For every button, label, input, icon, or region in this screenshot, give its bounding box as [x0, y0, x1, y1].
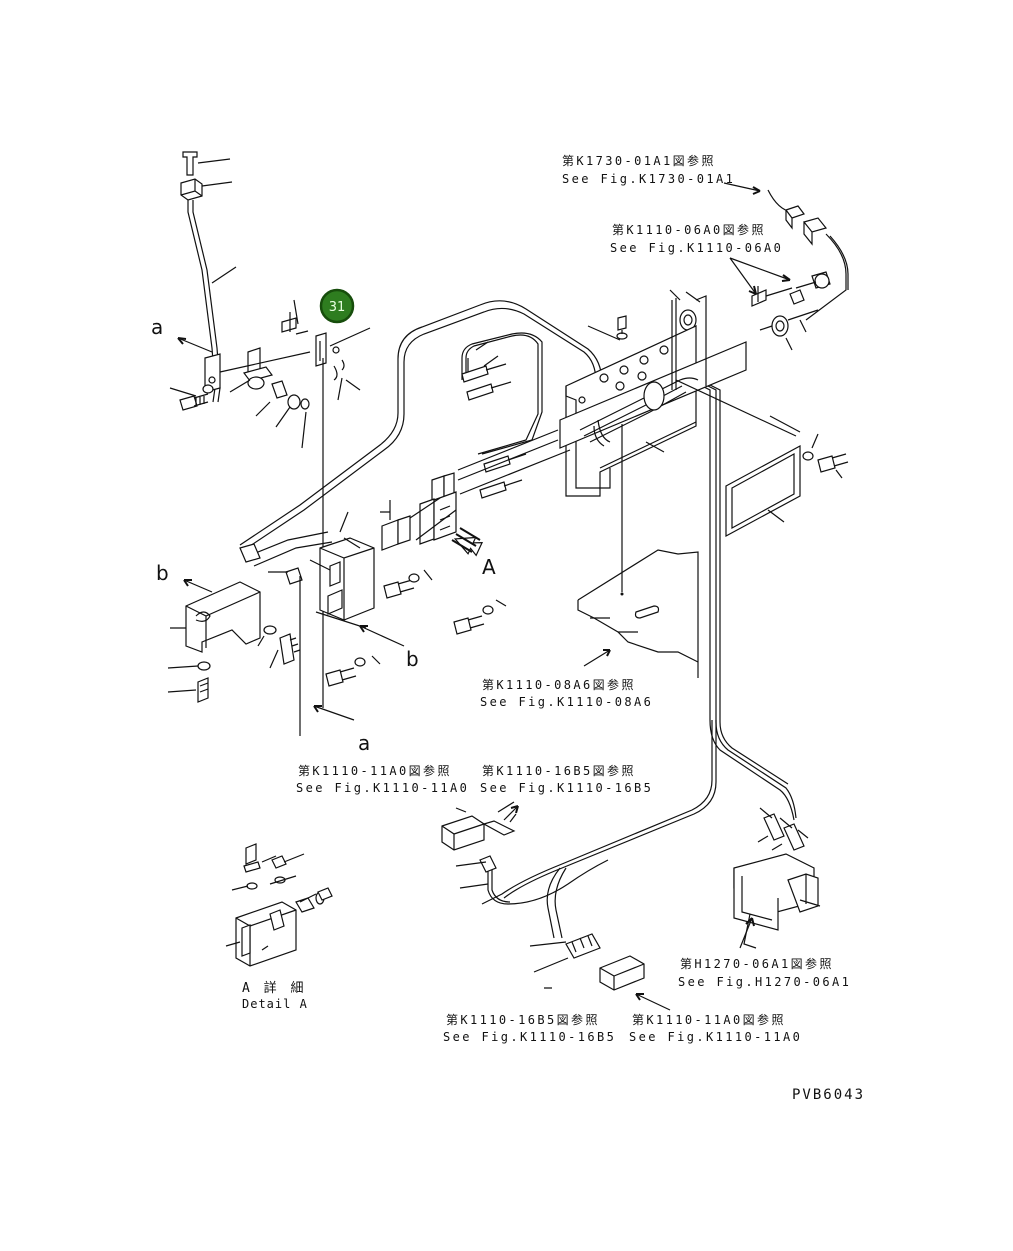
ref-k1110-06a0-en: See Fig.K1110-06A0: [610, 241, 783, 255]
floor-plate: [577, 549, 699, 678]
ref-k1110-08a6-en: See Fig.K1110-08A6: [480, 695, 653, 709]
linkage-bracket: b: [239, 511, 507, 736]
callout-a-top-label: a: [151, 315, 163, 339]
bottom-sensor: [529, 933, 671, 1011]
ref-k1730-jp: 第K1730-01A1図参照: [562, 153, 716, 168]
ref-k1110-11a0-bot-en: See Fig.K1110-11A0: [629, 1030, 802, 1044]
valve-panel: [559, 291, 747, 596]
ref-k1110-08a6-jp: 第K1110-08A6図参照: [482, 677, 636, 692]
top-right-connectors: [669, 182, 849, 351]
detail-a-jp-label: A 詳 細: [242, 980, 306, 996]
pressure-switch: [441, 801, 519, 889]
callout-b-right-label: b: [406, 647, 419, 671]
right-cover-plate: [675, 379, 849, 538]
ref-h1270-en: See Fig.H1270-06A1: [678, 975, 851, 989]
badge-number[interactable]: 31: [329, 300, 346, 315]
ref-h1270-jp: 第H1270-06A1図参照: [680, 956, 834, 971]
reference-labels: 第K1730-01A1図参照 See Fig.K1730-01A1 第K1110…: [296, 153, 865, 1103]
callout-a-top: a: [151, 315, 213, 353]
switch-box: [733, 807, 821, 949]
left-cover: b: [156, 561, 301, 703]
ref-k1110-11a0-top-en: See Fig.K1110-11A0: [296, 781, 469, 795]
wiring-harness: [239, 300, 797, 939]
ref-k1110-11a0-top-jp: 第K1110-11A0図参照: [298, 763, 452, 778]
ref-k1110-06a0-jp: 第K1110-06A0図参照: [612, 222, 766, 237]
badge-circle[interactable]: [319, 288, 355, 324]
callout-a-bottom: a: [313, 705, 370, 755]
callout-a-bottom-label: a: [358, 731, 370, 755]
detail-a-en-label: Detail A: [242, 997, 308, 1011]
ref-k1110-16b5-bot-en: See Fig.K1110-16B5: [443, 1030, 616, 1044]
callout-A-label: A: [482, 555, 496, 579]
part-number-badge[interactable]: 31: [319, 288, 355, 324]
figure-code: PVB6043: [792, 1087, 865, 1103]
ref-k1110-11a0-bot-jp: 第K1110-11A0図参照: [632, 1012, 786, 1027]
solenoid-array: A: [380, 429, 571, 579]
ref-k1110-16b5-top-jp: 第K1110-16B5図参照: [482, 763, 636, 778]
detail-a: A 詳 細 Detail A: [225, 843, 333, 1011]
control-lever-assembly: [169, 151, 371, 708]
ref-k1110-16b5-bot-jp: 第K1110-16B5図参照: [446, 1012, 600, 1027]
callout-b-left-label: b: [156, 561, 169, 585]
ref-k1110-16b5-top-en: See Fig.K1110-16B5: [480, 781, 653, 795]
ref-k1730-en: See Fig.K1730-01A1: [562, 172, 735, 186]
